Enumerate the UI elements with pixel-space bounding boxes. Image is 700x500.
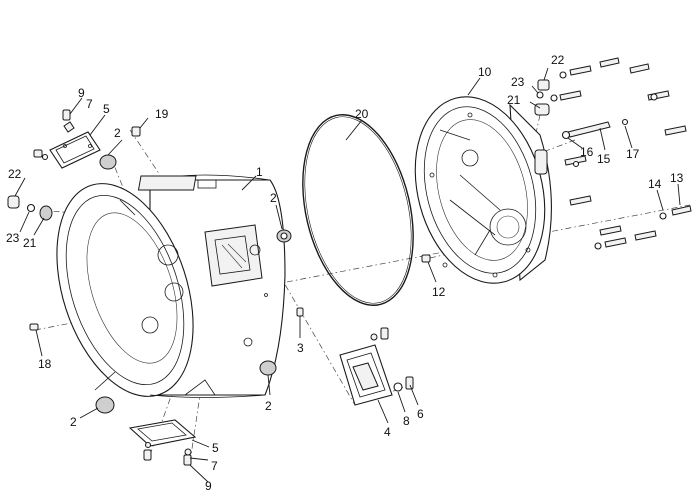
bolt-set-right xyxy=(550,57,692,250)
callout-10: 10 xyxy=(478,65,492,79)
callout-5: 5 xyxy=(212,441,219,455)
callout-labels: 1 2 2 2 2 3 4 5 5 6 7 7 8 9 9 10 12 13 1… xyxy=(6,53,684,493)
callout-13: 13 xyxy=(670,171,684,185)
callout-21: 21 xyxy=(23,236,37,250)
callout-4: 4 xyxy=(384,425,391,439)
callout-2: 2 xyxy=(114,126,121,140)
callout-12: 12 xyxy=(432,285,446,299)
o-ring-part-20 xyxy=(302,114,414,306)
callout-5: 5 xyxy=(103,102,110,116)
callout-8: 8 xyxy=(403,414,410,428)
callout-2: 2 xyxy=(70,415,77,429)
housing-part-1 xyxy=(56,174,286,398)
cover-part-10 xyxy=(414,96,552,284)
callout-17: 17 xyxy=(626,147,640,161)
callout-23: 23 xyxy=(6,231,20,245)
cover-plate-part-4 xyxy=(339,327,414,406)
leader-lines xyxy=(14,67,681,483)
cover-plate-part-5-top xyxy=(49,109,101,169)
callout-23: 23 xyxy=(511,75,525,89)
callout-22: 22 xyxy=(551,53,565,67)
callout-14: 14 xyxy=(648,177,662,191)
callout-1: 1 xyxy=(256,165,263,179)
callout-18: 18 xyxy=(38,357,52,371)
callout-20: 20 xyxy=(355,107,369,121)
callout-6: 6 xyxy=(417,407,424,421)
callout-15: 15 xyxy=(597,152,611,166)
callout-21: 21 xyxy=(507,93,521,107)
callout-2: 2 xyxy=(270,191,277,205)
callout-9: 9 xyxy=(78,86,85,100)
plugs-part-2 xyxy=(95,154,292,414)
cover-plate-part-5-bottom xyxy=(128,419,197,466)
callout-16: 16 xyxy=(580,145,594,159)
callout-7: 7 xyxy=(86,97,93,111)
callout-9: 9 xyxy=(205,479,212,493)
callout-3: 3 xyxy=(297,341,304,355)
left-fittings xyxy=(7,126,304,331)
right-fittings xyxy=(421,79,629,263)
callout-7: 7 xyxy=(211,459,218,473)
callout-19: 19 xyxy=(155,107,169,121)
callout-22: 22 xyxy=(8,167,22,181)
callout-2: 2 xyxy=(265,399,272,413)
